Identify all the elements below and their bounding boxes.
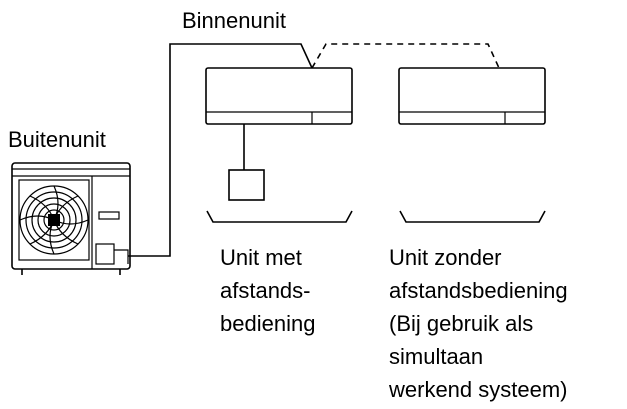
caption-without-remote-line-3: (Bij gebruik als	[389, 311, 533, 336]
bracket-right	[399, 210, 546, 223]
caption-unit-without-remote: Unit zonder afstandsbediening (Bij gebru…	[388, 245, 574, 402]
remote-controller	[228, 169, 265, 201]
vent-slot	[98, 211, 120, 220]
caption-with-remote-line-1: Unit met	[220, 245, 302, 270]
bracket-left	[206, 210, 353, 223]
refrigerant-pipe	[128, 43, 313, 257]
dashed-connection	[311, 43, 500, 69]
service-panel	[95, 243, 115, 265]
indoor-unit-label: Binnenunit	[182, 8, 286, 33]
caption-with-remote-line-2: afstands-	[220, 278, 311, 303]
caption-without-remote-line-5: werkend systeem)	[388, 377, 568, 402]
caption-without-remote-line-1: Unit zonder	[389, 245, 502, 270]
caption-with-remote-line-3: bediening	[220, 311, 315, 336]
indoor-unit-without-remote	[398, 67, 546, 125]
caption-unit-with-remote: Unit met afstands- bediening	[220, 245, 317, 336]
outdoor-unit-label: Buitenunit	[8, 127, 106, 152]
caption-without-remote-line-4: simultaan	[389, 344, 483, 369]
caption-without-remote-line-2: afstandsbediening	[389, 278, 568, 303]
indoor-unit-with-remote	[205, 67, 353, 125]
pipe-connection	[114, 249, 129, 264]
fan-icon	[18, 179, 90, 261]
outdoor-unit	[11, 162, 131, 275]
